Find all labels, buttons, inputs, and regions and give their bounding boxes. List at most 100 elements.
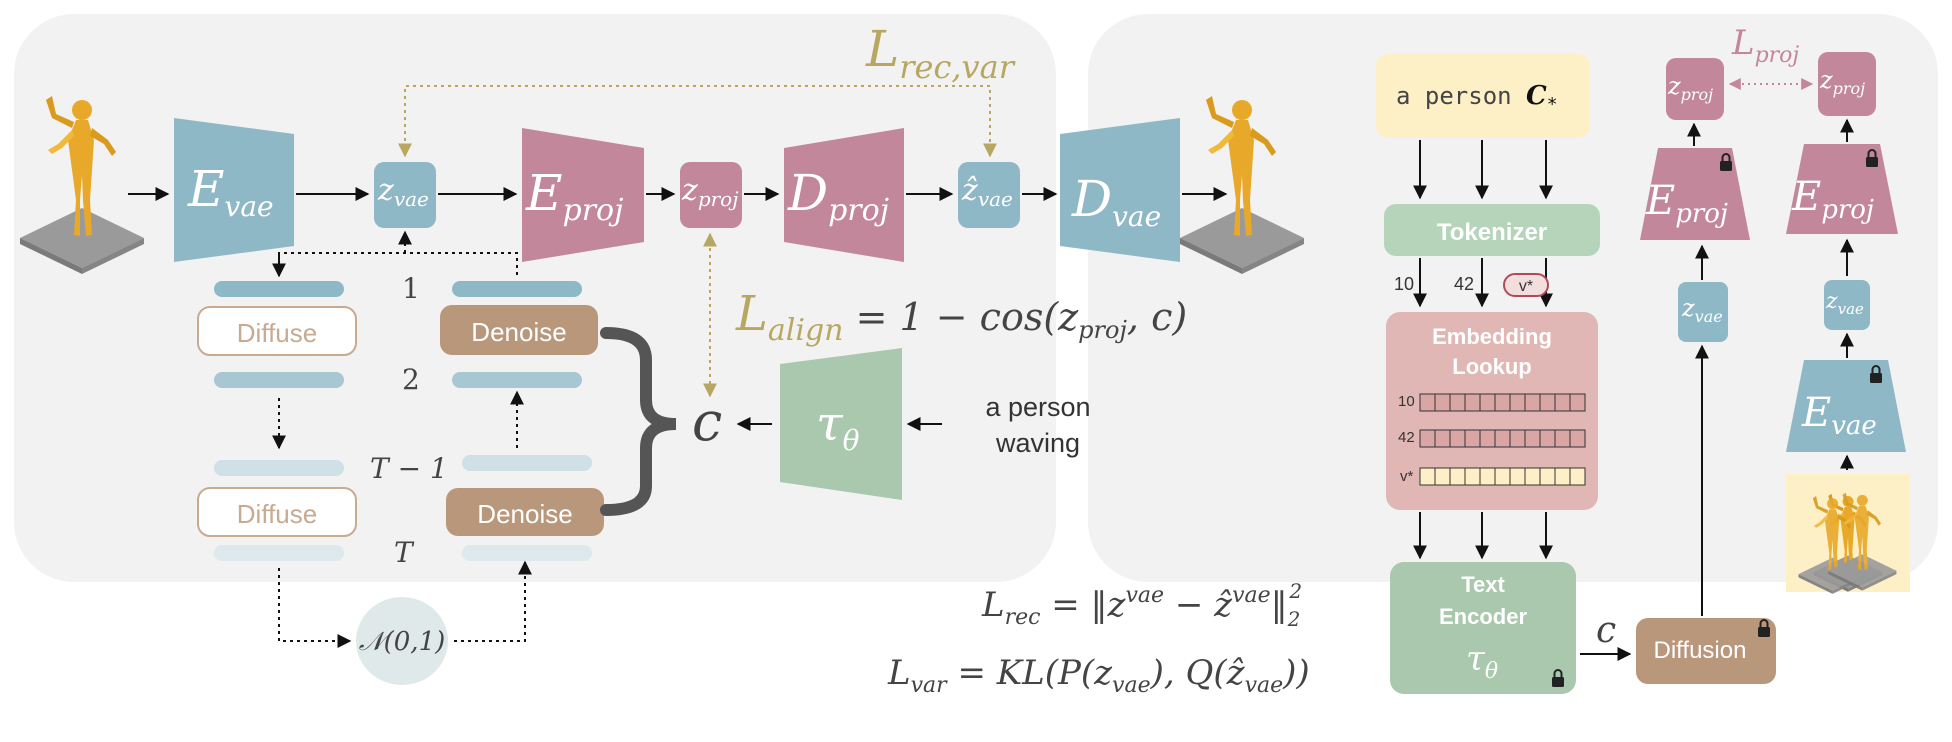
embedding-cell: [1539, 429, 1556, 448]
embed-row-label-10: 10: [1398, 393, 1415, 410]
diffuse-box-2: [197, 487, 357, 537]
diffuse-label-2: Diffuse: [237, 499, 317, 529]
prompt-line-2: waving: [995, 428, 1080, 458]
arrow-to-noise: [278, 568, 352, 648]
tok-special-label: v*: [1519, 278, 1533, 295]
embedding-cell: [1449, 429, 1466, 448]
embedding-cell: [1509, 467, 1526, 486]
z-vae-a-box: [1678, 282, 1728, 342]
l-proj-label: Lproj: [1731, 23, 1799, 68]
embedding-cell: [1464, 467, 1481, 486]
embedding-cell: [1494, 429, 1511, 448]
zhat-vae-box: [958, 162, 1020, 228]
d-vae-block: [1060, 118, 1180, 262]
diffusion-box: [1636, 618, 1776, 684]
diffusion-label: Diffusion: [1654, 637, 1747, 664]
step-label-2: 2: [402, 363, 420, 396]
z-proj-a-box: [1666, 58, 1724, 120]
noise-bubble: [356, 597, 448, 685]
e-vae-right-label: Evae: [1801, 390, 1877, 441]
embedding-cell: [1509, 429, 1526, 448]
latent-bar-1-right: [452, 281, 582, 297]
step-label-t-1: T − 1: [370, 452, 448, 485]
denoise-box-1: [440, 305, 598, 355]
tokenizer-box: [1384, 204, 1600, 256]
embedding-cell: [1449, 393, 1466, 412]
embedding-cell: [1569, 467, 1586, 486]
text-encoder-label-1: Text: [1461, 572, 1505, 597]
embed-row-label-42: 42: [1398, 429, 1415, 446]
d-proj-label: Dproj: [787, 164, 889, 228]
e-proj-label: Eproj: [525, 164, 623, 228]
denoise-box-2: [446, 488, 604, 536]
embedding-cell: [1419, 467, 1436, 486]
latent-bar-t-left: [214, 545, 344, 561]
prompt-text: a person C*: [1396, 81, 1558, 115]
embedding-cell: [1494, 467, 1511, 486]
input-figure: [20, 96, 144, 274]
tok-special-pill: [1503, 273, 1549, 297]
l-recvar-label: Lrec,var: [865, 20, 1016, 86]
denoise-label-2: Denoise: [477, 499, 572, 529]
diffuse-label-1: Diffuse: [237, 318, 317, 348]
diffuse-box-1: [197, 306, 357, 356]
text-encoder-label-2: Encoder: [1439, 604, 1527, 629]
tok-id-10: 10: [1394, 274, 1414, 294]
l-rec-equation: Lrec = ‖zvae − ẑvae‖22: [981, 579, 1302, 631]
z-proj-box: [680, 162, 742, 228]
embedding-cell: [1434, 467, 1451, 486]
embed-row-label-v: v*: [1400, 468, 1414, 485]
embedding-cell: [1569, 429, 1586, 448]
z-vae-b-label: zvae: [1825, 289, 1864, 318]
e-vae-label: Evae: [187, 160, 274, 223]
denoise-label-1: Denoise: [471, 317, 566, 347]
d-proj-block: [784, 128, 904, 262]
d-vae-label: Dvae: [1071, 170, 1161, 233]
embedding-cell: [1524, 429, 1541, 448]
latent-bar-t1-left: [214, 460, 344, 476]
embedding-label-1: Embedding: [1432, 324, 1552, 349]
e-vae-block: [174, 118, 294, 262]
l-var-equation: Lvar = KL(P(zvae), Q(ẑvae)): [887, 653, 1310, 698]
e-proj-b-label: Eproj: [1791, 174, 1874, 225]
tau-block: [780, 348, 902, 500]
text-encoder-box: [1390, 562, 1576, 694]
output-figure: [1180, 96, 1304, 274]
embedding-cell: [1509, 393, 1526, 412]
embedding-cell: [1524, 467, 1541, 486]
latent-bar-t1-right: [462, 455, 592, 471]
z-vae-b-box: [1824, 280, 1870, 330]
latent-bar-2-right: [452, 372, 582, 388]
embedding-cell: [1479, 429, 1496, 448]
z-proj-b-box: [1818, 52, 1876, 116]
embedding-cell: [1434, 393, 1451, 412]
embedding-cell: [1539, 467, 1556, 486]
l-align-equation: Lalign = 1 − cos(zproj, c): [735, 286, 1187, 348]
arrow-from-noise: [454, 560, 532, 642]
curly-brace: [600, 327, 677, 516]
embedding-cell: [1449, 467, 1466, 486]
z-vae-box: [374, 162, 436, 228]
zhat-vae-label: ẑvae: [961, 173, 1013, 211]
latent-bar-1-left: [214, 281, 344, 297]
prompt-line-1: a person: [985, 392, 1090, 422]
z-vae-label: zvae: [377, 173, 429, 211]
embedding-cell: [1479, 393, 1496, 412]
latent-bar-t-right: [462, 545, 592, 561]
embedding-cell: [1419, 393, 1436, 412]
l-recvar-connector: [398, 85, 997, 158]
embedding-cell: [1419, 429, 1436, 448]
z-proj-a-label: zproj: [1667, 72, 1713, 104]
embedding-cell: [1494, 393, 1511, 412]
c-label-left: c: [692, 390, 722, 453]
embedding-cell: [1554, 393, 1571, 412]
prompt-box: [1376, 54, 1590, 138]
embedding-cell: [1554, 429, 1571, 448]
latent-bar-2-left: [214, 372, 344, 388]
diffusion-top-connector: [278, 252, 518, 276]
embedding-cell: [1539, 393, 1556, 412]
embedding-cell: [1554, 467, 1571, 486]
e-proj-a-label: Eproj: [1645, 178, 1728, 229]
embedding-rows: [1419, 393, 1586, 486]
embedding-cell: [1569, 393, 1586, 412]
